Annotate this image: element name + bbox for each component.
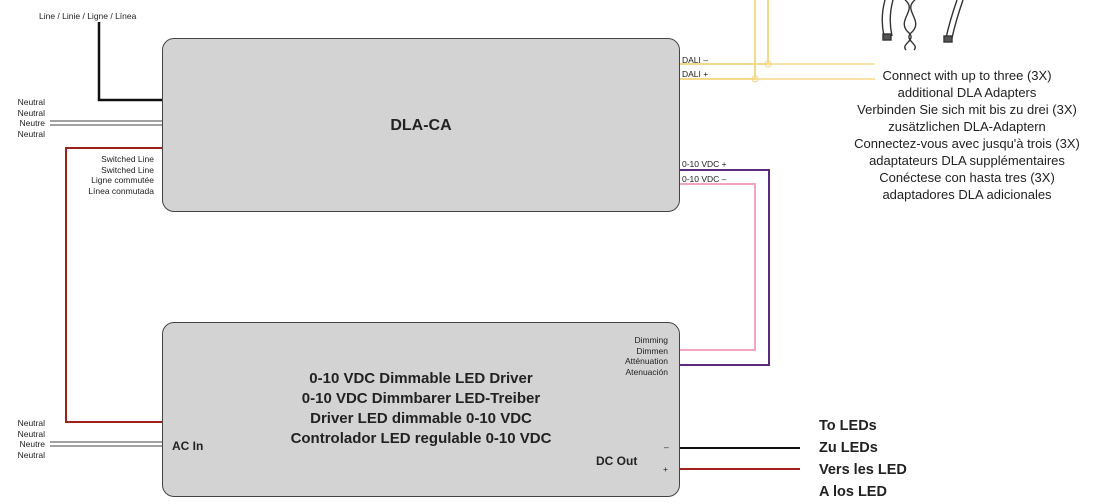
neutral-labels-bottom: Neutral Neutral Neutre Neutral (0, 418, 45, 460)
switched-line-labels: Switched Line Switched Line Ligne commut… (40, 154, 154, 196)
driver-title-line: Driver LED dimmable 0-10 VDC (310, 410, 532, 427)
dali-junction-plus (751, 75, 759, 83)
dali-junction-minus (764, 60, 772, 68)
note-line: zusätzlichen DLA-Adaptern (888, 119, 1046, 134)
dali-plus-wire (678, 0, 756, 80)
dimming-label: Atténuation (624, 356, 668, 366)
to-leds-labels: To LEDs Zu LEDs Vers les LED A los LED (819, 415, 907, 503)
leds-label: Vers les LED (819, 462, 907, 478)
dla-ca-box (162, 38, 680, 212)
dali-plus-label: DALI + (682, 69, 709, 79)
note-line: adaptateurs DLA supplémentaires (869, 153, 1065, 168)
leds-label: Zu LEDs (819, 440, 878, 456)
neutral-label: Neutral (17, 428, 45, 439)
neutral-label: Neutre (19, 118, 45, 128)
note-line: Verbinden Sie sich mit bis zu drei (3X) (857, 102, 1077, 117)
neutral-label: Neutre (19, 439, 45, 449)
ac-in-label: AC In (172, 439, 204, 453)
adapter-note: Connect with up to three (3X) additional… (828, 67, 1106, 203)
line-label: Line / Linie / Ligne / Línea (39, 11, 137, 21)
vdc-minus-label: 0-10 VDC – (682, 174, 727, 184)
note-line: adaptadores DLA adicionales (882, 187, 1052, 202)
switched-line-label: Línea conmutada (88, 185, 154, 196)
switched-line-label: Switched Line (101, 154, 154, 164)
dc-plus-symbol: + (663, 464, 668, 474)
dimming-labels: Dimming Dimmen Atténuation Atenuación (560, 335, 668, 377)
dimming-label: Atenuación (625, 366, 668, 377)
neutral-label: Neutral (17, 418, 45, 428)
led-driver-box (162, 322, 680, 497)
neutral-labels-top: Neutral Neutral Neutre Neutral (0, 97, 45, 139)
driver-title-line: Controlador LED regulable 0-10 VDC (290, 430, 552, 447)
driver-title-line: 0-10 VDC Dimmable LED Driver (309, 370, 533, 387)
adapter-cables-icon (881, 0, 964, 51)
dc-out-label: DC Out (596, 454, 638, 468)
note-line: additional DLA Adapters (897, 85, 1037, 100)
switched-line-label: Switched Line (101, 164, 154, 175)
leds-label: A los LED (819, 484, 887, 500)
switched-line-wire (65, 147, 163, 423)
line-wire (97, 22, 163, 102)
neutral-label: Neutral (17, 97, 45, 107)
neutral-label: Neutral (17, 107, 45, 118)
leds-label: To LEDs (819, 418, 877, 434)
neutral-label: Neutral (17, 449, 45, 460)
dimming-label: Dimmen (636, 345, 668, 356)
dimming-label: Dimming (634, 335, 668, 345)
vdc-plus-wire (678, 169, 770, 366)
neutral-label: Neutral (17, 128, 45, 139)
note-line: Connectez-vous avec jusqu'à trois (3X) (854, 136, 1080, 151)
vdc-minus-wire (678, 183, 756, 351)
dali-minus-label: DALI – (682, 55, 708, 65)
dc-minus-symbol: – (664, 442, 669, 452)
driver-title-line: 0-10 VDC Dimmbarer LED-Treiber (301, 390, 541, 407)
vdc-plus-label: 0-10 VDC + (682, 159, 727, 169)
note-line: Connect with up to three (3X) (882, 68, 1052, 83)
note-line: Conéctese con hasta tres (3X) (879, 170, 1055, 185)
dla-ca-title: DLA-CA (390, 117, 452, 134)
led-driver-titles: 0-10 VDC Dimmable LED Driver 0-10 VDC Di… (162, 369, 680, 449)
switched-line-label: Ligne commutée (91, 175, 154, 185)
